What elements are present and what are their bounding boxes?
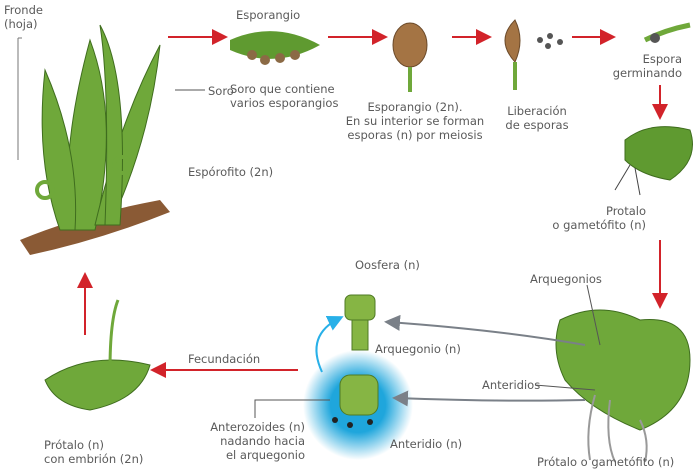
label-line: varios esporangios	[230, 96, 339, 110]
label-esporangio-desc: Esporangio (2n).En su interior se forman…	[345, 100, 485, 142]
label-fronde: Fronde(hoja)	[4, 3, 43, 31]
label-line: esporas (n) por meiosis	[347, 128, 483, 142]
label-line: (hoja)	[4, 17, 38, 31]
label-line: el arquegonio	[225, 448, 305, 462]
label-line: con embrión (2n)	[44, 452, 144, 466]
cycle-arrows	[77, 29, 668, 378]
label-oosfera: Oosfera (n)	[355, 258, 420, 272]
label-esporofito: Espórofito (2n)	[188, 165, 274, 179]
label-anteridio: Anteridio (n)	[390, 437, 463, 451]
pointer-arrows	[384, 314, 586, 407]
arquegonio-illustration	[344, 294, 376, 351]
protalo-small-illustration	[624, 126, 693, 181]
label-line: Espora	[642, 52, 682, 66]
esporangio-abierto-illustration	[504, 19, 521, 63]
label-line: Soro que contiene	[230, 82, 335, 96]
label-line: Fronde	[4, 3, 43, 17]
soro-illustration	[230, 31, 320, 59]
label-line: En su interior se forman	[345, 114, 485, 128]
label-anteridios: Anteridios	[482, 378, 541, 392]
label-protalo-embrion: Prótalo (n)con embrión (2n)	[44, 438, 143, 466]
label-arquegonio: Arquegonio (n)	[375, 342, 461, 356]
protalo-embrion-illustration	[44, 359, 151, 411]
espora-illustration	[643, 22, 691, 43]
anteridio-illustration	[339, 374, 379, 416]
label-line: de esporas	[505, 118, 569, 132]
label-protalo-bottom: Prótalo o gametófito (n)	[537, 455, 675, 469]
label-line: Liberación	[507, 104, 567, 118]
label-fecundacion: Fecundación	[188, 352, 261, 366]
label-line: nadando hacia	[220, 434, 305, 448]
fertilization-arrow	[315, 316, 344, 373]
label-line: Esporangio (2n).	[367, 100, 463, 114]
label-esporangio-top: Esporangio	[236, 8, 301, 22]
sporophyte-illustration	[20, 24, 170, 255]
label-line: Protalo	[605, 204, 646, 218]
label-line: Anterozoides (n)	[210, 420, 305, 434]
fronde-pointer	[17, 37, 22, 160]
esporangio-illustration	[392, 22, 428, 68]
label-arquegonios: Arquegonios	[530, 272, 602, 286]
label-soro: Soro	[208, 84, 234, 98]
label-line: o gametófito (n)	[552, 218, 646, 232]
label-line: Prótalo (n)	[44, 438, 104, 452]
label-line: germinando	[612, 66, 682, 80]
protalo-large-illustration	[555, 309, 691, 431]
